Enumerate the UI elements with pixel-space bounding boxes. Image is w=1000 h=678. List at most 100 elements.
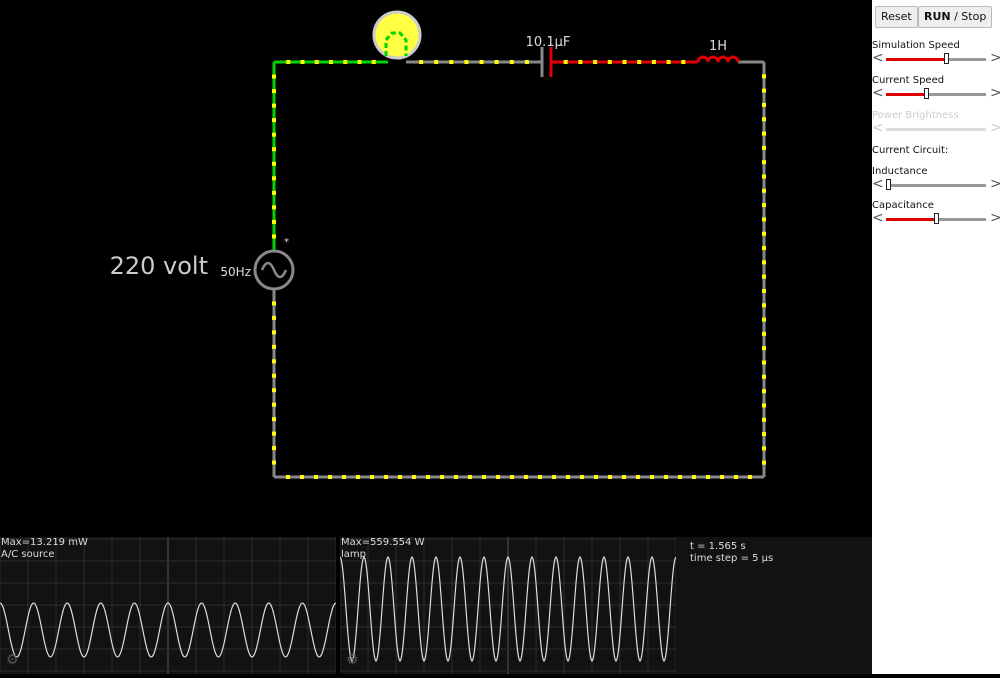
current-dot [272, 103, 276, 108]
current-dot [272, 431, 276, 436]
scope-lamp-max: Max=559.554 W [341, 537, 425, 548]
current-dot [468, 475, 472, 479]
slider-right-arrow-icon[interactable]: > [990, 176, 1000, 192]
current-dot [706, 475, 710, 479]
current-dot [762, 102, 766, 107]
stop-label: / Stop [950, 10, 987, 23]
slider-right-arrow-icon[interactable]: > [990, 50, 1000, 66]
current-dot [464, 60, 469, 64]
slider-left-arrow-icon[interactable]: < [872, 85, 884, 101]
slider-right-arrow-icon[interactable]: > [990, 85, 1000, 101]
source-frequency-label: 50Hz [220, 265, 251, 279]
current-dot [272, 147, 276, 152]
scope-lamp[interactable]: Max=559.554 W lamp ⚙ [339, 537, 677, 674]
current-dot [272, 373, 276, 378]
reset-button[interactable]: Reset [875, 6, 918, 28]
slider-thumb[interactable] [934, 213, 939, 224]
capacitance-slider[interactable]: < > [872, 210, 1000, 226]
slider-thumb[interactable] [944, 53, 949, 64]
current-dot [637, 60, 642, 64]
current-dot [650, 475, 654, 479]
sim-info: t = 1.565 s time step = 5 µs [690, 541, 773, 565]
current-dot [762, 160, 766, 165]
current-dot [762, 231, 766, 236]
capacitor-component[interactable] [540, 47, 553, 77]
current-dot [371, 60, 376, 64]
current-dot [272, 402, 276, 407]
current-dot [622, 475, 626, 479]
current-dot [272, 234, 276, 239]
current-dot [538, 475, 542, 479]
current-dot [272, 176, 276, 181]
current-dot [454, 475, 458, 479]
current-dot [566, 475, 570, 479]
current-dot [272, 446, 276, 451]
current-dot [762, 203, 766, 208]
inductor-label: 1H [709, 39, 727, 54]
current-dot [692, 475, 696, 479]
current-dot [762, 88, 766, 93]
scope-settings-gear-icon[interactable]: ⚙ [6, 652, 19, 668]
current-dot [762, 446, 766, 451]
simulation-speed-label: Simulation Speed [872, 40, 960, 51]
current-dot [762, 374, 766, 379]
current-dot [494, 60, 499, 64]
slider-thumb[interactable] [886, 179, 891, 190]
current-dot [762, 389, 766, 394]
current-dot [286, 60, 291, 64]
current-dot [328, 475, 332, 479]
current-dot [272, 359, 276, 364]
slider-left-arrow-icon[interactable]: < [872, 50, 884, 66]
current-dot [748, 475, 752, 479]
slider-left-arrow-icon[interactable]: < [872, 176, 884, 192]
circuit-diagram[interactable]: 10.1µF 1H * 50Hz 220 volt [0, 0, 872, 537]
current-dot [666, 60, 671, 64]
scope-lamp-name: lamp [341, 549, 366, 560]
current-dot [370, 475, 374, 479]
current-dot [419, 60, 424, 64]
slider-left-arrow-icon[interactable]: < [872, 210, 884, 226]
scope-ac-source-name: A/C source [1, 549, 55, 560]
current-dot [398, 475, 402, 479]
slider-right-arrow-icon[interactable]: > [990, 210, 1000, 226]
capacitor-label: 10.1µF [526, 35, 571, 50]
sim-time-step: time step = 5 µs [690, 553, 774, 564]
current-dot [357, 60, 362, 64]
current-dot [762, 74, 766, 79]
inductance-slider[interactable]: < > [872, 176, 1000, 192]
current-dot [329, 60, 333, 64]
current-dot [593, 60, 598, 64]
inductor-component[interactable] [696, 55, 740, 63]
simulation-speed-slider[interactable]: < > [872, 50, 1000, 66]
current-dot [356, 475, 360, 479]
current-dot [300, 475, 304, 479]
inductance-label: Inductance [872, 166, 928, 177]
current-dot [272, 118, 276, 123]
lamp-component[interactable] [372, 10, 422, 60]
current-dot [272, 388, 276, 393]
current-dot [762, 403, 766, 408]
scope-ac-source[interactable]: Max=13.219 mW A/C source ⚙ [0, 537, 337, 674]
power-brightness-slider: < > [872, 120, 1000, 136]
current-dots [272, 60, 766, 479]
current-dot [272, 344, 276, 349]
current-dot [449, 60, 454, 64]
current-dot [762, 217, 766, 222]
current-dot [762, 188, 766, 193]
current-dot [509, 60, 514, 64]
current-speed-slider[interactable]: < > [872, 85, 1000, 101]
current-dot [734, 475, 738, 479]
current-dot [412, 475, 416, 479]
current-dot [607, 60, 612, 64]
current-dot [762, 460, 766, 465]
circuit-canvas[interactable]: 10.1µF 1H * 50Hz 220 volt Max=13.219 mW … [0, 0, 872, 674]
current-dot [314, 60, 319, 64]
current-dot [524, 475, 528, 479]
current-dot [286, 475, 290, 479]
scope-settings-gear-icon[interactable]: ⚙ [346, 652, 359, 668]
slider-thumb[interactable] [924, 88, 929, 99]
current-dot [272, 301, 276, 306]
run-stop-button[interactable]: RUN / Stop [918, 6, 993, 28]
current-dot [681, 60, 686, 64]
ac-source-component[interactable] [253, 249, 295, 291]
